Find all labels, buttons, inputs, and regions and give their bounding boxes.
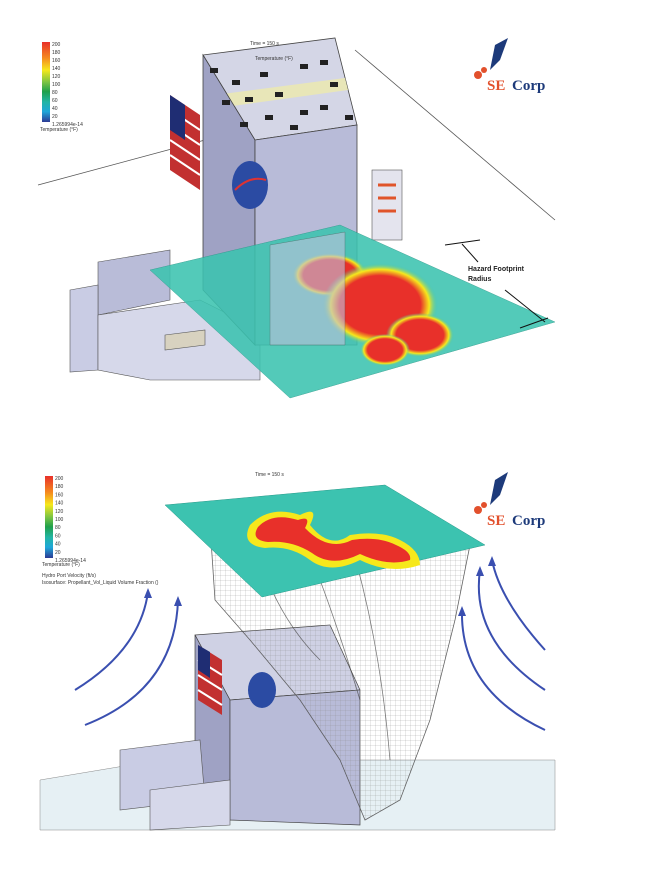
- legend-tick-label: 60: [55, 533, 61, 539]
- svg-text:SE: SE: [487, 513, 505, 529]
- heat-region: [247, 511, 420, 569]
- figure-hazard-footprint: Hazard Footprint Radius Time = 150 s Tem…: [0, 0, 647, 420]
- svg-text:Corp: Corp: [512, 78, 545, 94]
- color-legend-bar: [42, 42, 50, 122]
- legend-tick-label: 160: [52, 58, 61, 64]
- nasa-logo-icon: [248, 672, 276, 708]
- legend-title: Temperature (°F): [40, 127, 78, 133]
- stair-window: [371, 169, 403, 241]
- legend-tick-label: 200: [52, 42, 61, 48]
- nasa-logo-icon: [232, 161, 268, 209]
- se-corp-logo: SE Corp: [474, 38, 545, 94]
- legend-tick-label: 140: [52, 66, 61, 72]
- time-label: Time = 150 s: [250, 41, 279, 47]
- note-line1: Hydro Port Velocity (ft/s): [42, 573, 96, 579]
- header-text: Temperature (°F): [255, 56, 293, 62]
- ground-edge: [354, 49, 556, 221]
- legend-tick-label: 60: [52, 98, 58, 104]
- annex-building: [69, 284, 99, 373]
- simulation-render-top: Hazard Footprint Radius Time = 150 s Tem…: [37, 37, 556, 399]
- color-legend-bar: [45, 476, 53, 558]
- flag-icon: [197, 645, 223, 715]
- annex-building: [97, 249, 171, 316]
- legend-tick-label: 100: [55, 517, 64, 523]
- annotation-line2: Radius: [468, 276, 491, 283]
- legend-title: Temperature (°F): [42, 562, 80, 568]
- flag-icon: [169, 95, 201, 190]
- legend-tick-label: 80: [52, 90, 58, 96]
- legend-tick-label: 1.265994e-14: [55, 558, 86, 564]
- legend-tick-label: 80: [55, 525, 61, 531]
- legend-tick-label: 1.265994e-14: [52, 122, 83, 128]
- legend-tick-label: 20: [52, 114, 58, 120]
- annotation-line1: Hazard Footprint: [468, 266, 525, 273]
- legend-tick-label: 40: [52, 106, 58, 112]
- roof-vents: [210, 60, 353, 130]
- annex-building: [149, 779, 231, 831]
- arrowheads: [144, 556, 496, 616]
- simulation-render-bottom: Time = 150 s 200 180 160 140 120 100 80 60 40 20 1…: [39, 472, 556, 831]
- airflow-arrows: [74, 559, 546, 731]
- color-legend-ticks: 200 180 160 140 120 100 80 60 40 20 1.265994e-14: [55, 476, 86, 564]
- legend-tick-label: 40: [55, 542, 61, 548]
- se-corp-logo: SE Corp: [474, 472, 545, 529]
- hazard-radius-annotation: [444, 239, 549, 329]
- note-line2: Isosurface: Propellant_Vol_Liquid Volume…: [42, 580, 159, 586]
- time-label: Time = 150 s: [255, 472, 284, 478]
- equipment-block: [164, 329, 206, 351]
- svg-text:SE: SE: [487, 78, 505, 94]
- legend-tick-label: 180: [52, 50, 61, 56]
- legend-tick-label: 120: [52, 74, 61, 80]
- color-legend-ticks: 200 180 160 140 120 100 80 60 40 20 1.265994e-14: [52, 42, 83, 128]
- legend-tick-label: 100: [52, 82, 61, 88]
- legend-tick-label: 20: [55, 550, 61, 556]
- legend-tick-label: 200: [55, 476, 64, 482]
- legend-tick-label: 160: [55, 492, 64, 498]
- legend-tick-label: 120: [55, 509, 64, 515]
- figure-plume-isosurface: Time = 150 s 200 180 160 140 120 100 80 60 40 20 1…: [0, 440, 647, 860]
- svg-text:Corp: Corp: [512, 513, 545, 529]
- legend-tick-label: 180: [55, 484, 64, 490]
- legend-tick-label: 140: [55, 501, 64, 507]
